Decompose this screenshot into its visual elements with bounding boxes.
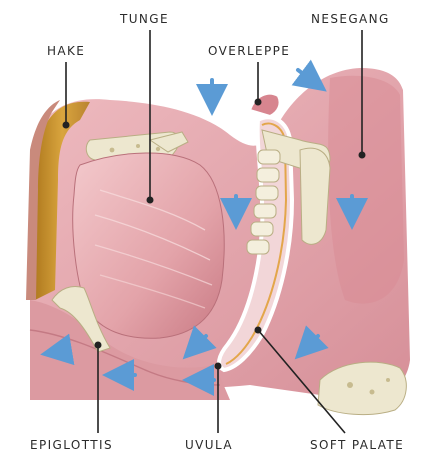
- nasal-passage: [328, 76, 404, 304]
- posterior-bone: [300, 148, 330, 244]
- label-soft-palate: SOFT PALATE: [310, 438, 404, 452]
- label-hake: HAKE: [47, 44, 85, 58]
- label-epiglottis: EPIGLOTTIS: [30, 438, 113, 452]
- upper-lip: [250, 94, 280, 116]
- label-tunge: TUNGE: [120, 12, 169, 26]
- label-nesegang: NESEGANG: [311, 12, 390, 26]
- label-overleppe: OVERLEPPE: [208, 44, 290, 58]
- label-uvula: UVULA: [185, 438, 233, 452]
